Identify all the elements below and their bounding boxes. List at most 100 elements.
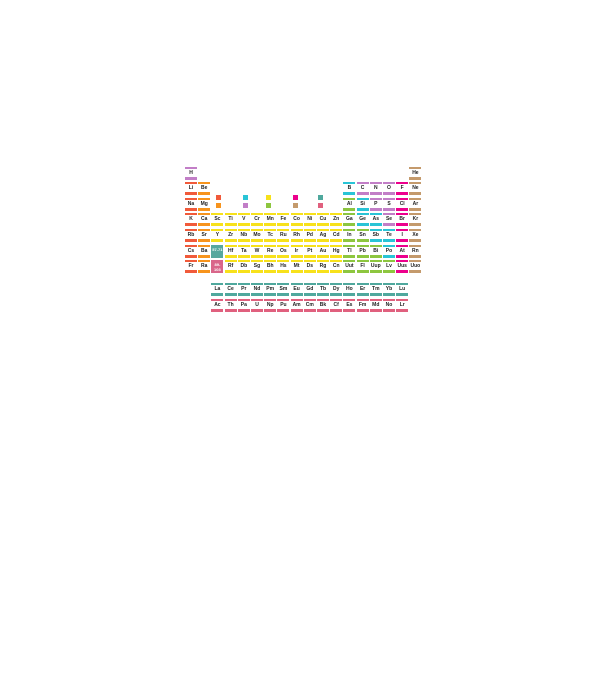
element-bottom-bar bbox=[409, 270, 422, 273]
element-bottom-bar bbox=[224, 239, 237, 242]
element-mg: Mg bbox=[198, 198, 211, 212]
element-top-bar bbox=[383, 229, 395, 231]
element-symbol: K bbox=[185, 215, 197, 223]
element-symbol: Sb bbox=[369, 231, 382, 239]
element-la: La bbox=[211, 283, 224, 297]
element-bottom-bar bbox=[237, 223, 250, 226]
element-top-bar bbox=[237, 283, 250, 285]
element-symbol: Fm bbox=[356, 301, 369, 309]
element-symbol: Fl bbox=[356, 262, 369, 270]
element-bottom-bar bbox=[383, 255, 395, 258]
element-mo: Mo bbox=[251, 229, 263, 243]
element-symbol: Mo bbox=[251, 231, 263, 239]
element-symbol: Ge bbox=[356, 215, 369, 223]
element-symbol: Rn bbox=[409, 247, 422, 255]
element-rb: Rb bbox=[185, 229, 197, 243]
element-bottom-bar bbox=[396, 293, 409, 296]
element-symbol: At bbox=[396, 247, 409, 255]
element-top-bar bbox=[356, 182, 369, 184]
element-symbol: Np bbox=[264, 301, 277, 309]
element-symbol: Be bbox=[198, 184, 211, 192]
element-in: In bbox=[343, 229, 356, 243]
element-symbol: Cd bbox=[330, 231, 343, 239]
element-symbol: Nd bbox=[251, 285, 263, 293]
element-top-bar bbox=[343, 260, 356, 262]
element-bottom-bar bbox=[237, 309, 250, 312]
element-symbol: Pr bbox=[237, 285, 250, 293]
element-bottom-bar bbox=[330, 270, 343, 273]
element-fl: Fl bbox=[356, 260, 369, 274]
element-top-bar bbox=[409, 167, 422, 169]
element-symbol: C bbox=[356, 184, 369, 192]
element-bottom-bar bbox=[211, 223, 224, 226]
element-bottom-bar bbox=[369, 270, 382, 273]
element-top-bar bbox=[317, 299, 329, 301]
element-symbol: Ca bbox=[198, 215, 211, 223]
element-symbol: Hg bbox=[330, 247, 343, 255]
element-eu: Eu bbox=[290, 283, 303, 297]
element-os: Os bbox=[277, 245, 290, 259]
element-bottom-bar bbox=[343, 239, 356, 242]
element-md: Md bbox=[369, 299, 382, 313]
element-mn: Mn bbox=[264, 213, 277, 227]
element-symbol: B bbox=[343, 184, 356, 192]
element-as: As bbox=[369, 213, 382, 227]
element-ho: Ho bbox=[343, 283, 356, 297]
element-top-bar bbox=[290, 229, 303, 231]
element-bottom-bar bbox=[277, 223, 290, 226]
element-sr: Sr bbox=[198, 229, 211, 243]
element-bottom-bar bbox=[277, 255, 290, 258]
element-bottom-bar bbox=[251, 270, 263, 273]
element-au: Au bbox=[317, 245, 329, 259]
element-bottom-bar bbox=[303, 270, 316, 273]
element-symbol: Nb bbox=[237, 231, 250, 239]
element-no: No bbox=[383, 299, 395, 313]
element-symbol: In bbox=[343, 231, 356, 239]
element-symbol: Rf bbox=[224, 262, 237, 270]
element-bottom-bar bbox=[383, 239, 395, 242]
element-symbol: Tc bbox=[264, 231, 277, 239]
element-f: F bbox=[396, 182, 409, 196]
element-si: Si bbox=[356, 198, 369, 212]
element-symbol: Dy bbox=[330, 285, 343, 293]
element-symbol: Rh bbox=[290, 231, 303, 239]
element-se: Se bbox=[383, 213, 395, 227]
element-bottom-bar bbox=[290, 223, 303, 226]
element-bottom-bar bbox=[369, 208, 382, 211]
element-bottom-bar bbox=[356, 208, 369, 211]
element-top-bar bbox=[343, 229, 356, 231]
element-top-bar bbox=[409, 245, 422, 247]
element-symbol: Rg bbox=[317, 262, 329, 270]
element-ce: Ce bbox=[224, 283, 237, 297]
element-top-bar bbox=[343, 283, 356, 285]
element-top-bar bbox=[198, 229, 211, 231]
element-cd: Cd bbox=[330, 229, 343, 243]
element-top-bar bbox=[303, 229, 316, 231]
element-bottom-bar bbox=[396, 192, 409, 195]
element-he: He bbox=[409, 167, 422, 181]
element-re: Re bbox=[264, 245, 277, 259]
element-bottom-bar bbox=[343, 192, 356, 195]
element-top-bar bbox=[185, 229, 197, 231]
element-al: Al bbox=[343, 198, 356, 212]
element-bottom-bar bbox=[369, 293, 382, 296]
element-top-bar bbox=[343, 213, 356, 215]
element-bottom-bar bbox=[224, 223, 237, 226]
element-pu: Pu bbox=[277, 299, 290, 313]
element-bottom-bar bbox=[317, 270, 329, 273]
element-top-bar bbox=[383, 299, 395, 301]
element-symbol: Mn bbox=[264, 215, 277, 223]
element-bottom-bar bbox=[396, 239, 409, 242]
element-symbol: Ru bbox=[277, 231, 290, 239]
element-b: B bbox=[343, 182, 356, 196]
element-symbol: Bh bbox=[264, 262, 277, 270]
element-top-bar bbox=[185, 260, 197, 262]
legend-swatch-noble bbox=[293, 203, 298, 208]
element-ni: Ni bbox=[303, 213, 316, 227]
element-symbol: Ta bbox=[237, 247, 250, 255]
element-bottom-bar bbox=[211, 239, 224, 242]
element-bottom-bar bbox=[409, 177, 422, 180]
element-at: At bbox=[396, 245, 409, 259]
element-symbol: I bbox=[396, 231, 409, 239]
element-bottom-bar bbox=[264, 223, 277, 226]
